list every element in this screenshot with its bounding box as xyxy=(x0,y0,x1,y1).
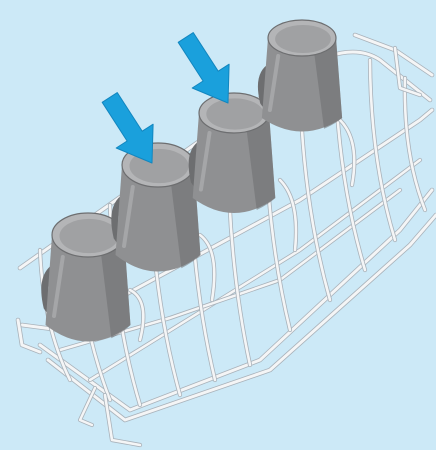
cup-2-icon xyxy=(115,143,201,272)
cup-1-opening xyxy=(59,219,118,253)
cup-3-opening xyxy=(206,98,263,129)
cup-4-icon xyxy=(261,20,342,132)
cup-4-opening xyxy=(275,25,331,53)
